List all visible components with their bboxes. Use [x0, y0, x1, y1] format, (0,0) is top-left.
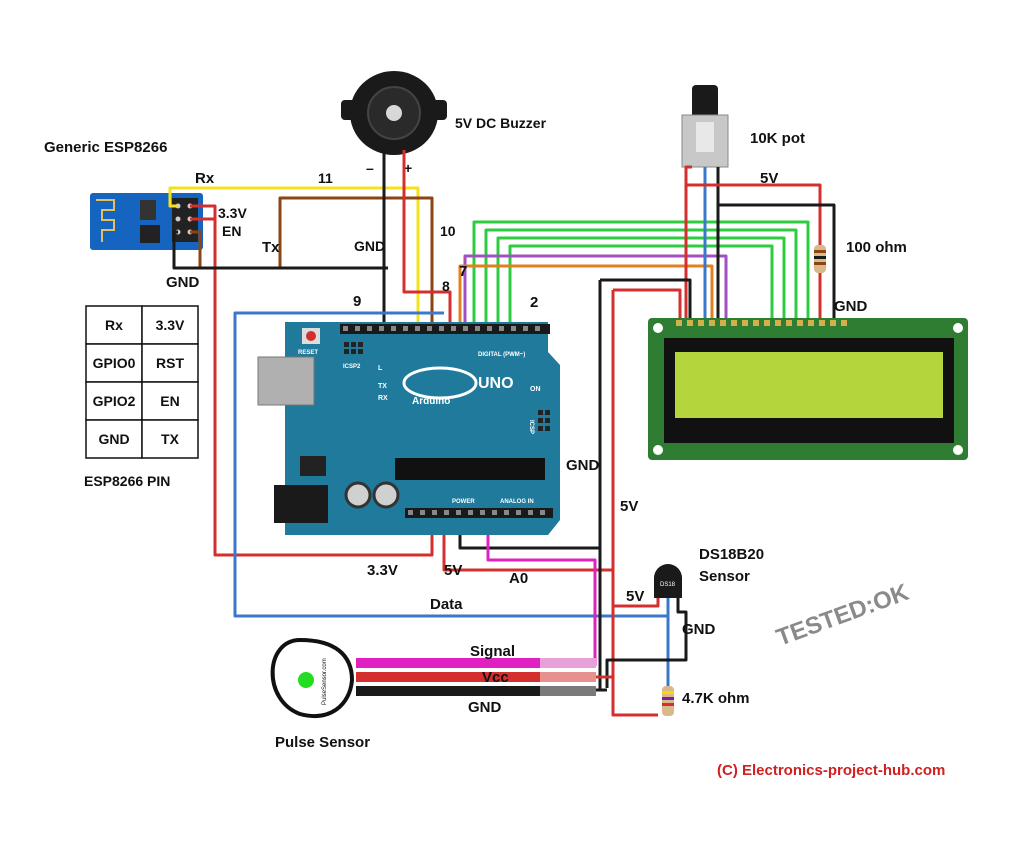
label-rx: Rx: [195, 170, 215, 187]
pin-table-cell-label: TX: [161, 431, 180, 447]
label-a0: A0: [509, 570, 528, 587]
esp8266-label: Generic ESP8266: [44, 139, 167, 156]
ds18b20-sensor: DS18: [654, 564, 682, 598]
resistor-4k7: [662, 686, 674, 716]
buzzer-minus-label: –: [366, 160, 374, 176]
label-pin7: 7: [459, 263, 467, 280]
pin-table-cell: [141, 381, 199, 421]
arduino-power-label: POWER: [452, 499, 475, 505]
arduino-digital-label: DIGITAL (PWM~): [478, 352, 525, 358]
label-5v-bottom: 5V: [444, 562, 462, 579]
esp8266-pin-table: Rx 3.3V GPIO0 RST GPIO2 EN GND TX: [85, 305, 199, 459]
pin-table-cell: [141, 343, 199, 383]
arduino-l-label: L: [378, 365, 383, 372]
label-gnd-buzzer: GND: [354, 238, 385, 254]
pin-table-cell-label: RST: [156, 355, 184, 371]
pin-table-cell: [85, 343, 143, 383]
pulse-brand-label: PulseSensor.com: [322, 658, 328, 705]
label-vcc: Vcc: [482, 669, 509, 686]
label-pin10: 10: [440, 223, 456, 239]
potentiometer: [681, 85, 729, 168]
pin-table-cell: [85, 381, 143, 421]
label-gnd-ds: GND: [682, 621, 716, 638]
label-pin2: 2: [530, 294, 538, 311]
label-gnd-lcd: GND: [834, 298, 868, 315]
label-tx: Tx: [262, 239, 280, 256]
arduino-uno-board: [257, 322, 560, 535]
pin-table-caption: ESP8266 PIN: [84, 473, 170, 489]
resistor-4k7-label: 4.7K ohm: [682, 690, 750, 707]
resistor-100ohm: [814, 245, 826, 273]
arduino-reset-label: RESET: [298, 350, 318, 356]
pin-table-cell: [141, 419, 199, 459]
label-pin11: 11: [318, 170, 333, 186]
copyright-label: (C) Electronics-project-hub.com: [717, 762, 945, 779]
label-gnd-esp: GND: [166, 274, 200, 291]
wires: [168, 150, 836, 717]
arduino-brand-label: Arduino: [412, 396, 450, 407]
label-gnd-pulse: GND: [468, 699, 502, 716]
lcd-display: [648, 318, 968, 460]
label-gnd-mid: GND: [566, 457, 600, 474]
pin-table-cell-label: EN: [160, 393, 179, 409]
pin-table-cell: [141, 305, 199, 345]
label-pin8: 8: [442, 278, 450, 294]
label-5v-ds: 5V: [626, 588, 644, 605]
pin-table-cell-label: Rx: [105, 317, 123, 333]
label-3v3-esp: 3.3V: [218, 205, 247, 221]
arduino-rx-label: RX: [378, 395, 388, 402]
label-signal: Signal: [470, 643, 515, 660]
pulse-sensor: [270, 637, 613, 718]
label-5v-mid: 5V: [620, 498, 638, 515]
pin-table-cell-label: GPIO0: [93, 355, 136, 371]
pin-table-cell-label: 3.3V: [156, 317, 185, 333]
arduino-analog-label: ANALOG IN: [500, 499, 534, 505]
tested-ok-stamp: TESTED:OK: [773, 579, 913, 652]
svg-text:DS18: DS18: [660, 582, 676, 588]
arduino-model-label: UNO: [478, 375, 514, 392]
resistor-100ohm-label: 100 ohm: [846, 239, 907, 256]
ds18b20-label-line1: DS18B20: [699, 546, 764, 563]
ds18b20-label-line2: Sensor: [699, 568, 750, 585]
pin-table-cell: [85, 419, 143, 459]
arduino-icsp-label: ICSP: [528, 420, 534, 434]
buzzer: [341, 71, 447, 155]
label-pin9: 9: [353, 293, 361, 310]
pot-label: 10K pot: [750, 130, 805, 147]
pin-table-cell: [85, 305, 143, 345]
label-data: Data: [430, 596, 463, 613]
buzzer-label: 5V DC Buzzer: [455, 115, 547, 131]
label-5v-top: 5V: [760, 170, 778, 187]
pulse-sensor-label: Pulse Sensor: [275, 734, 370, 751]
arduino-tx-label: TX: [378, 383, 387, 390]
buzzer-plus-label: +: [404, 160, 412, 176]
label-3v3-bottom: 3.3V: [367, 562, 398, 579]
pin-table-cell-label: GND: [98, 431, 129, 447]
pin-table-cell-label: GPIO2: [93, 393, 136, 409]
arduino-on-label: ON: [530, 386, 541, 393]
esp8266-module: [90, 193, 203, 250]
label-en: EN: [222, 223, 241, 239]
arduino-icsp2-label: ICSP2: [343, 364, 361, 370]
